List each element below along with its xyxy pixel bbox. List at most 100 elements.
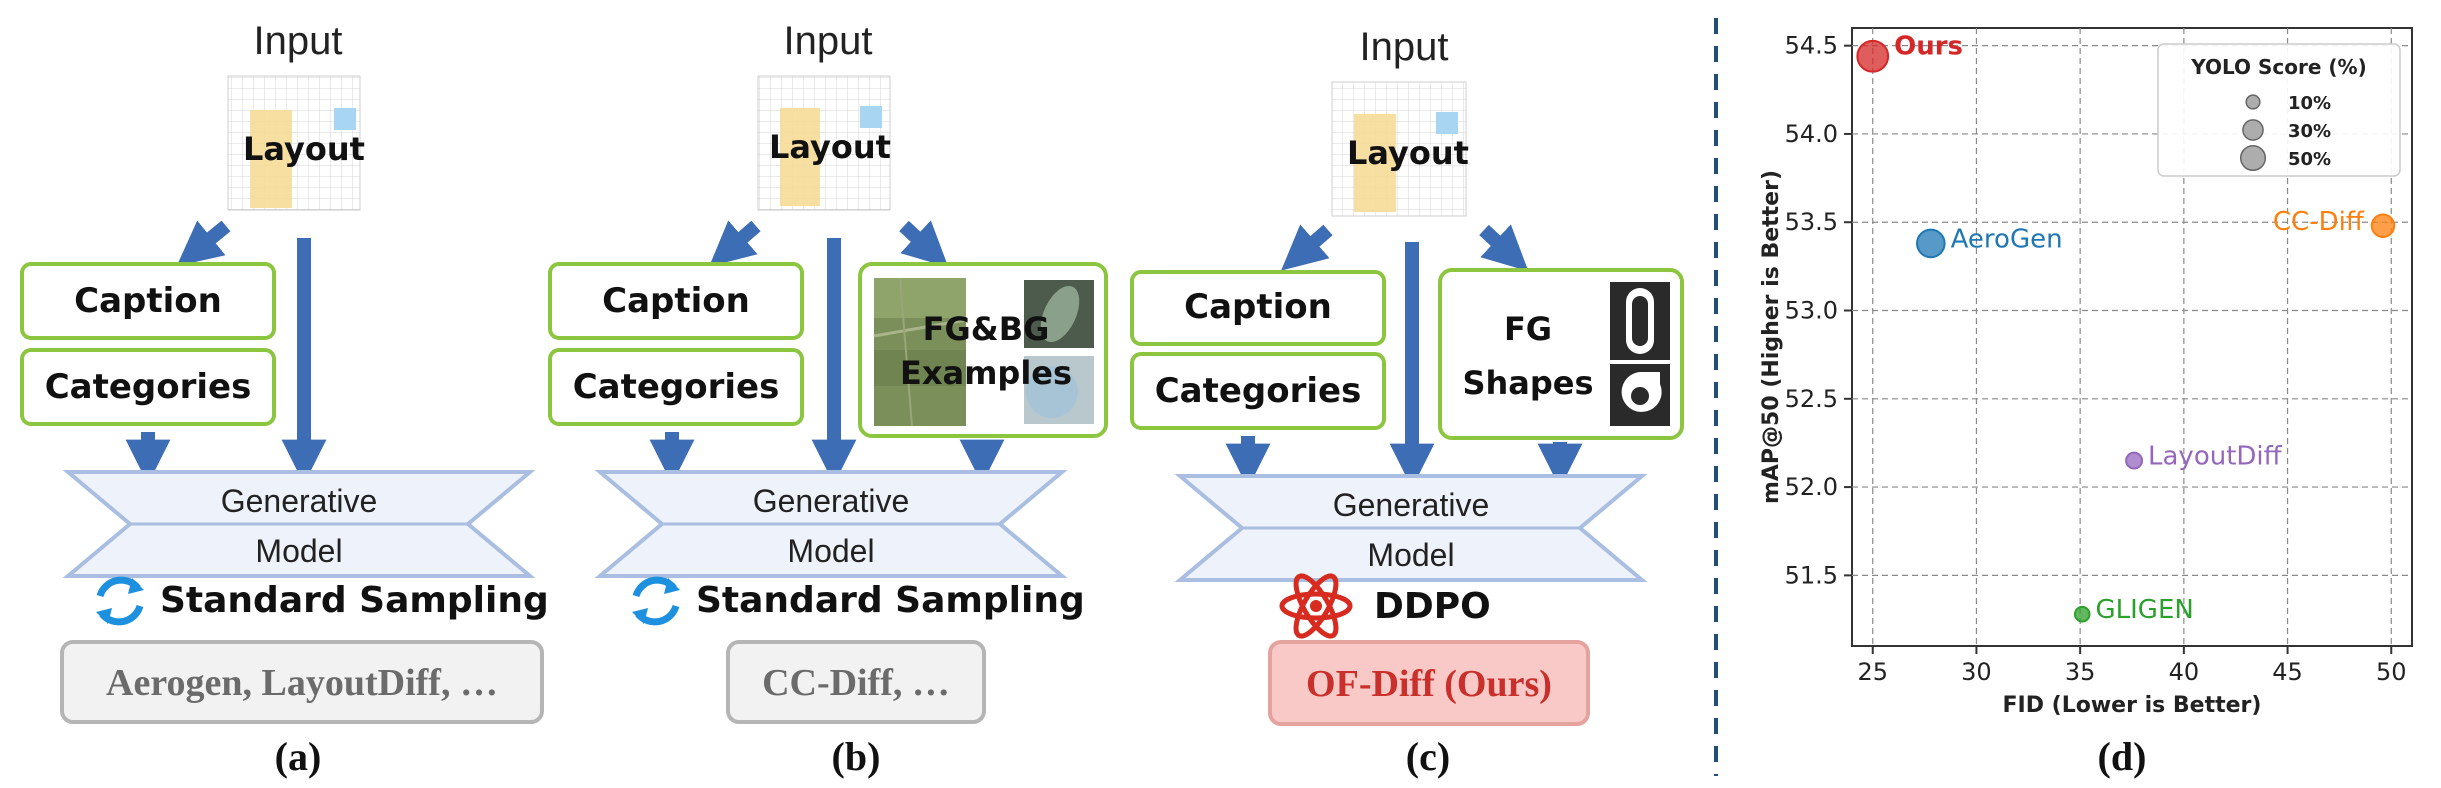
- categories-box: [1130, 352, 1386, 430]
- refresh-icon: [632, 576, 680, 626]
- panel-d: 25 30 35 40 45 50 51.5 52.0 52.5 53.0 53.5 54.0 54.5…: [1759, 27, 2413, 779]
- arrow-layout-to-caption: [176, 220, 231, 267]
- x-tick-label: 25: [1857, 658, 1888, 686]
- y-axis-label: mAP@50 (Higher is Better): [1759, 170, 1784, 504]
- caption-label: Caption: [602, 281, 750, 321]
- panel-a-label: (a): [275, 734, 322, 779]
- layout-box-yellow: [780, 108, 820, 206]
- x-tick-label: 50: [2376, 658, 2407, 686]
- refresh-icon: [96, 576, 144, 626]
- legend-title: YOLO Score (%): [2190, 55, 2366, 79]
- categories-box: [20, 348, 276, 426]
- data-label-cc-diff: CC-Diff: [2273, 207, 2365, 237]
- categories-label: Categories: [45, 367, 252, 407]
- input-label: Input: [1360, 25, 1449, 69]
- categories-label: Categories: [1155, 371, 1362, 411]
- layout-label: Layout: [769, 128, 891, 166]
- layout-label: Layout: [1347, 134, 1469, 172]
- y-tick-label: 52.0: [1785, 473, 1838, 501]
- methods-box: [1268, 640, 1590, 726]
- y-tick-label: 54.0: [1785, 120, 1838, 148]
- panel-a: Input Layout Caption Categories Generati…: [20, 19, 549, 779]
- y-tick-label: 52.5: [1785, 385, 1838, 413]
- model-line1: Generative: [221, 483, 378, 519]
- y-tick-label: 53.5: [1785, 208, 1838, 236]
- model-line2: Model: [255, 533, 342, 569]
- legend-marker: [2242, 119, 2264, 141]
- legend-marker: [2239, 144, 2267, 172]
- layout-thumbnail: Layout: [227, 75, 365, 211]
- x-axis-label: FID (Lower is Better): [2003, 693, 2262, 718]
- y-tick-label: 54.5: [1785, 32, 1838, 60]
- methods-label: CC-Diff, …: [762, 662, 950, 704]
- shapes-line1: FG: [1504, 310, 1552, 348]
- methods-label: Aerogen, LayoutDiff, …: [106, 662, 498, 704]
- input-label: Input: [254, 19, 343, 63]
- sampling-label: Standard Sampling: [160, 580, 549, 621]
- data-label-gligen: GLIGEN: [2096, 595, 2194, 625]
- caption-box: [20, 262, 276, 340]
- x-tick-label: 30: [1961, 658, 1992, 686]
- panel-c: Input Layout Caption Categories FG Shape…: [1130, 25, 1684, 779]
- layout-box-yellow: [250, 110, 292, 208]
- methods-label: OF-Diff (Ours): [1306, 663, 1552, 705]
- y-tick-label: 53.0: [1785, 297, 1838, 325]
- arrow-layout-to-caption: [709, 220, 761, 267]
- panel-b-label: (b): [832, 734, 881, 779]
- methods-box: [60, 640, 544, 724]
- y-tick-label: 51.5: [1785, 561, 1838, 589]
- data-point-layoutdiff: [2125, 451, 2144, 470]
- model-line1: Generative: [1333, 487, 1490, 523]
- examples-line2: Examples: [900, 354, 1072, 392]
- panel-c-label: (c): [1406, 734, 1450, 779]
- x-tick-label: 45: [2272, 658, 2303, 686]
- sampling-label: DDPO: [1374, 586, 1491, 627]
- layout-label: Layout: [243, 130, 365, 168]
- layout-thumbnail: Layout: [1331, 81, 1469, 217]
- panel-d-label: (d): [2098, 734, 2147, 779]
- layout-thumbnail: Layout: [757, 75, 891, 211]
- layout-box-blue: [334, 108, 356, 130]
- caption-box: [548, 262, 804, 340]
- legend-entry-label: 30%: [2288, 121, 2331, 142]
- layout-box-blue: [1436, 112, 1458, 134]
- legend-entry-label: 10%: [2288, 93, 2331, 114]
- legend-entry-label: 50%: [2288, 149, 2331, 170]
- data-point-gligen: [2073, 605, 2091, 623]
- caption-label: Caption: [1184, 287, 1332, 327]
- shape-mask-oval: [1610, 282, 1670, 360]
- data-point-aerogen: [1916, 228, 1946, 259]
- legend-marker: [2245, 94, 2261, 110]
- data-point-ours: [1856, 39, 1890, 73]
- panel-b: Input Layout Caption Categories FG&BG: [548, 19, 1108, 779]
- layout-box-yellow: [1354, 114, 1396, 212]
- data-label-aerogen: AeroGen: [1951, 224, 2063, 254]
- sampling-label: Standard Sampling: [696, 580, 1085, 621]
- categories-box: [548, 348, 804, 426]
- model-line1: Generative: [753, 483, 910, 519]
- arrow-layout-to-caption: [1281, 224, 1333, 271]
- x-tick-label: 35: [2065, 658, 2096, 686]
- examples-line1: FG&BG: [923, 310, 1050, 348]
- data-label-ours: Ours: [1894, 31, 1963, 61]
- model-line2: Model: [1367, 537, 1454, 573]
- methods-box: [726, 640, 986, 724]
- x-tick-label: 40: [2169, 658, 2200, 686]
- aerial-image-thumbnail: [873, 277, 967, 427]
- data-label-layoutdiff: LayoutDiff: [2148, 442, 2283, 472]
- legend-box: [2157, 43, 2401, 177]
- arrow-layout-to-shapes: [1479, 224, 1529, 272]
- arrow-layout-to-examples: [899, 220, 949, 268]
- model-line2: Model: [787, 533, 874, 569]
- input-label: Input: [784, 19, 873, 63]
- layout-box-blue: [860, 106, 882, 128]
- shape-mask-circle: [1610, 364, 1670, 426]
- caption-box: [1130, 270, 1386, 346]
- foreground-example-thumbnail: [1024, 280, 1094, 424]
- data-point-cc-diff: [2370, 213, 2396, 238]
- atom-icon: [1279, 573, 1353, 639]
- shapes-line2: Shapes: [1462, 364, 1593, 402]
- scatter-chart: 25 30 35 40 45 50 51.5 52.0 52.5 53.0 53.5 54.0 54.5…: [1759, 27, 2413, 718]
- categories-label: Categories: [573, 367, 780, 407]
